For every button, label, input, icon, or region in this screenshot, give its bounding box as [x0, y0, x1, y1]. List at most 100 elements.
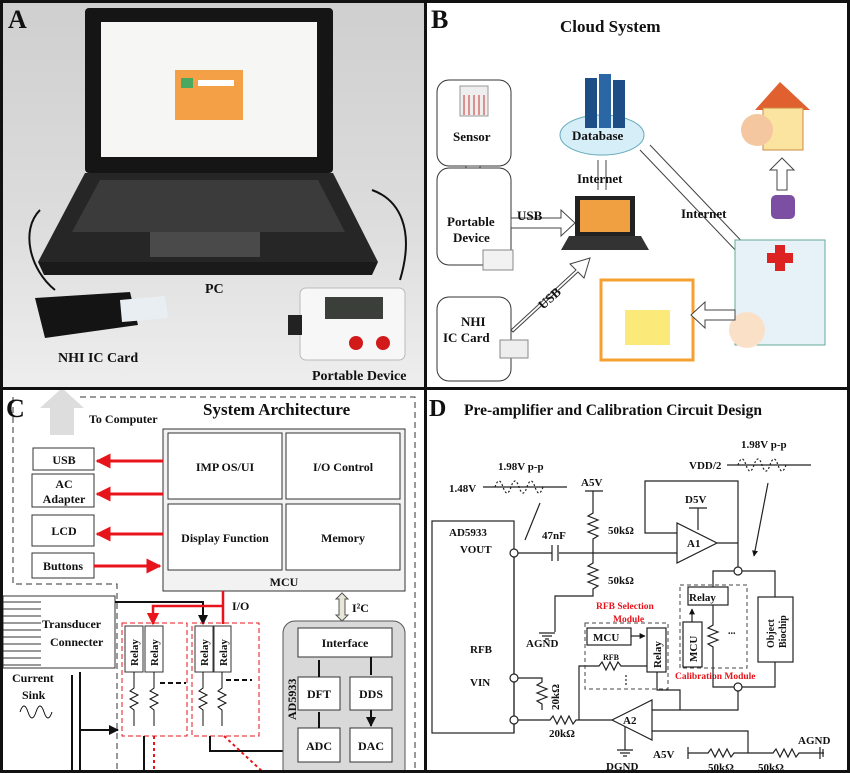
transducer-connecter-box — [2, 595, 116, 669]
portable-device-box — [436, 167, 512, 266]
imp-os-ui-label: IMP OS/UI — [196, 460, 255, 474]
panel-d-label: D — [429, 396, 446, 422]
io-label: I/O — [232, 599, 249, 613]
relay-resistors — [128, 672, 296, 773]
rfb-module-label-2: Module — [613, 615, 644, 625]
nhi-card-label: NHI IC Card — [58, 351, 138, 366]
database-cloud-icon — [559, 74, 645, 156]
arrow-hospital-home — [768, 157, 796, 191]
ad5933-internal-arrows — [318, 657, 371, 728]
circuit-wires — [431, 458, 824, 759]
to-computer-label: To Computer — [89, 412, 158, 426]
ad5933-label: AD5933 — [449, 527, 487, 539]
panel-a-frame — [0, 0, 427, 390]
ac-label-1: AC — [55, 477, 72, 491]
io-control-label: I/O Control — [313, 460, 374, 474]
dac-label: DAC — [358, 739, 384, 753]
ac-label-2: Adapter — [43, 492, 86, 506]
mcu-rfb-label: MCU — [593, 632, 619, 644]
arrow-db-hospital — [639, 144, 751, 256]
panel-a-label: A — [8, 5, 27, 34]
vin-label: VIN — [470, 677, 490, 689]
r20-horiz-label: 20kΩ — [549, 728, 575, 740]
r50-top-label: 50kΩ — [608, 525, 634, 537]
relay-rfb-label: Relay — [652, 641, 664, 668]
interface-box — [297, 627, 393, 658]
mcu-label: MCU — [270, 575, 299, 589]
display-function-label: Display Function — [181, 531, 269, 545]
sensor-icon — [459, 85, 489, 117]
panel-c-architecture: C System Architecture To Computer USB AC… — [2, 390, 416, 773]
io-control-cell — [285, 432, 401, 500]
vout-label: VOUT — [460, 544, 492, 556]
usb-label: USB — [52, 453, 75, 467]
i2c-label: I²C — [352, 601, 369, 615]
usb-box — [32, 447, 95, 471]
nhi-card-box — [436, 296, 512, 382]
connector-pins — [3, 601, 41, 666]
portable-device-photo — [288, 287, 406, 361]
r50-bottom1-label: 50kΩ — [708, 762, 734, 773]
dds-label: DDS — [359, 687, 383, 701]
display-function-cell — [167, 503, 283, 571]
io-relay-wires — [153, 591, 225, 624]
biochip-label-2: Biochip — [778, 615, 789, 648]
panel-c-label: C — [6, 394, 25, 423]
internet-label-db: Internet — [577, 171, 623, 186]
card-reader — [35, 292, 168, 338]
cal-dots: ... — [728, 626, 736, 637]
interface-label: Interface — [322, 636, 369, 650]
hospital-icon — [729, 239, 826, 348]
r20-vert-label: 20kΩ — [550, 684, 562, 710]
rfb-resistor-label: RFB — [603, 653, 620, 662]
phone-icon — [771, 195, 795, 219]
device-icon — [482, 249, 514, 271]
a1-label: A1 — [687, 538, 700, 550]
internet-label-hospital: Internet — [681, 206, 727, 221]
usb-label: USB — [517, 208, 543, 223]
mcu-io-arrows — [94, 453, 163, 574]
bias-left-label: 1.48V — [449, 483, 476, 495]
transducer-label-1: Transducer — [42, 617, 102, 631]
sensor-label: Sensor — [453, 129, 491, 144]
portable-label-1: Portable — [447, 214, 495, 229]
ad5933-label: AD5933 — [285, 679, 299, 720]
panel-d-circuit: D Pre-amplifier and Calibration Circuit … — [429, 396, 830, 773]
biochip-label-1: Object — [766, 618, 777, 648]
laptop — [38, 8, 378, 275]
a5v-top-label: A5V — [581, 477, 602, 489]
report-screen-icon — [599, 278, 695, 362]
database-label: Database — [572, 128, 624, 143]
a2-label: A2 — [623, 715, 637, 727]
panel-b-cloud: B Cloud System Sensor Portable Device NH… — [431, 5, 826, 382]
panel-c-frame — [0, 387, 427, 773]
d5v-label: D5V — [685, 494, 706, 506]
current-sink-wires — [71, 672, 118, 773]
current-sink-label-2: Sink — [22, 688, 46, 702]
current-sink-label-1: Current — [12, 671, 54, 685]
to-computer-arrow — [40, 390, 84, 435]
laptop-icon — [561, 196, 649, 250]
circuit-title: Pre-amplifier and Calibration Circuit De… — [464, 402, 762, 419]
transducer-label-2: Connecter — [50, 635, 104, 649]
adc-box — [297, 727, 341, 763]
portable-label-2: Device — [453, 230, 490, 245]
ac-adapter-box — [31, 473, 95, 508]
panel-d-frame — [424, 387, 850, 773]
agnd-right-label: AGND — [798, 735, 830, 747]
bias-right-label: VDD/2 — [689, 460, 722, 472]
portable-device-label: Portable Device — [312, 369, 406, 384]
agnd-left-label: AGND — [526, 638, 558, 650]
lcd-label: LCD — [51, 524, 77, 538]
circuit-nodes — [509, 548, 743, 725]
arch-title: System Architecture — [203, 400, 351, 419]
panel-b-frame — [424, 0, 850, 390]
red-dashed-wires — [153, 735, 265, 773]
relay-cal-label: Relay — [689, 592, 716, 604]
adc-label: ADC — [306, 739, 332, 753]
memory-label: Memory — [321, 531, 365, 545]
panel-b-label: B — [431, 5, 448, 34]
cal-module-label: Calibration Module — [675, 672, 756, 682]
home-patient-icon — [741, 82, 810, 151]
